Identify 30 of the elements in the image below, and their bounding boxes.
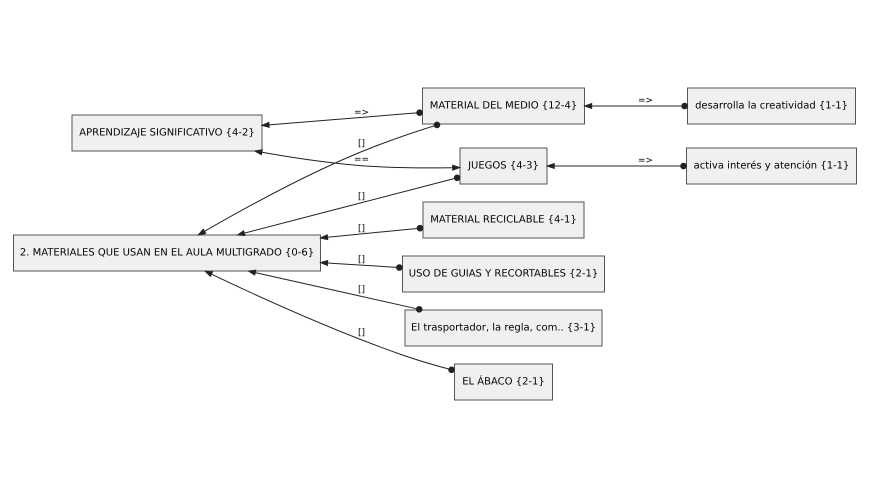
arrow [196,121,440,236]
edge-label: => [637,96,653,106]
arrow [252,148,461,170]
node-box: MATERIAL RECICLABLE {4-1} [422,201,584,238]
edge-label: == [353,154,369,165]
node-box: El trasportador, la regla, com.. {3-1} [404,309,602,346]
arrow [260,108,422,128]
node-box: JUEGOS {4-3} [459,147,547,184]
edge-label: [] [357,328,365,338]
node-box: desarrolla la creatividad {1-1} [686,87,856,124]
node-box: USO DE GUIAS Y RECORTABLES {2-1} [402,255,604,292]
arrow [203,270,454,373]
edge-label: => [637,156,653,166]
edge-label: [] [357,192,365,202]
node-box: activa interés y atención {1-1} [686,147,856,184]
node-box: 2. MATERIALES QUE USAN EN EL AULA MULTIGRADO {0-6} [12,234,320,271]
edge-label: => [353,108,369,118]
node-box: APRENDIZAJE SIGNIFICATIVO {4-2} [71,114,262,151]
arrow [318,224,423,240]
arrow [246,269,422,312]
edge-label: [] [357,224,365,234]
node-box: MATERIAL DEL MEDIO {12-4} [422,87,584,124]
edge-label: [] [357,284,365,295]
edge-label: [] [357,138,365,149]
arrow [545,162,686,169]
arrow [582,102,688,109]
arrow [236,174,460,236]
node-box: EL ÁBACO {2-1} [454,363,552,400]
edge-label: [] [357,254,365,265]
arrow [318,259,402,270]
